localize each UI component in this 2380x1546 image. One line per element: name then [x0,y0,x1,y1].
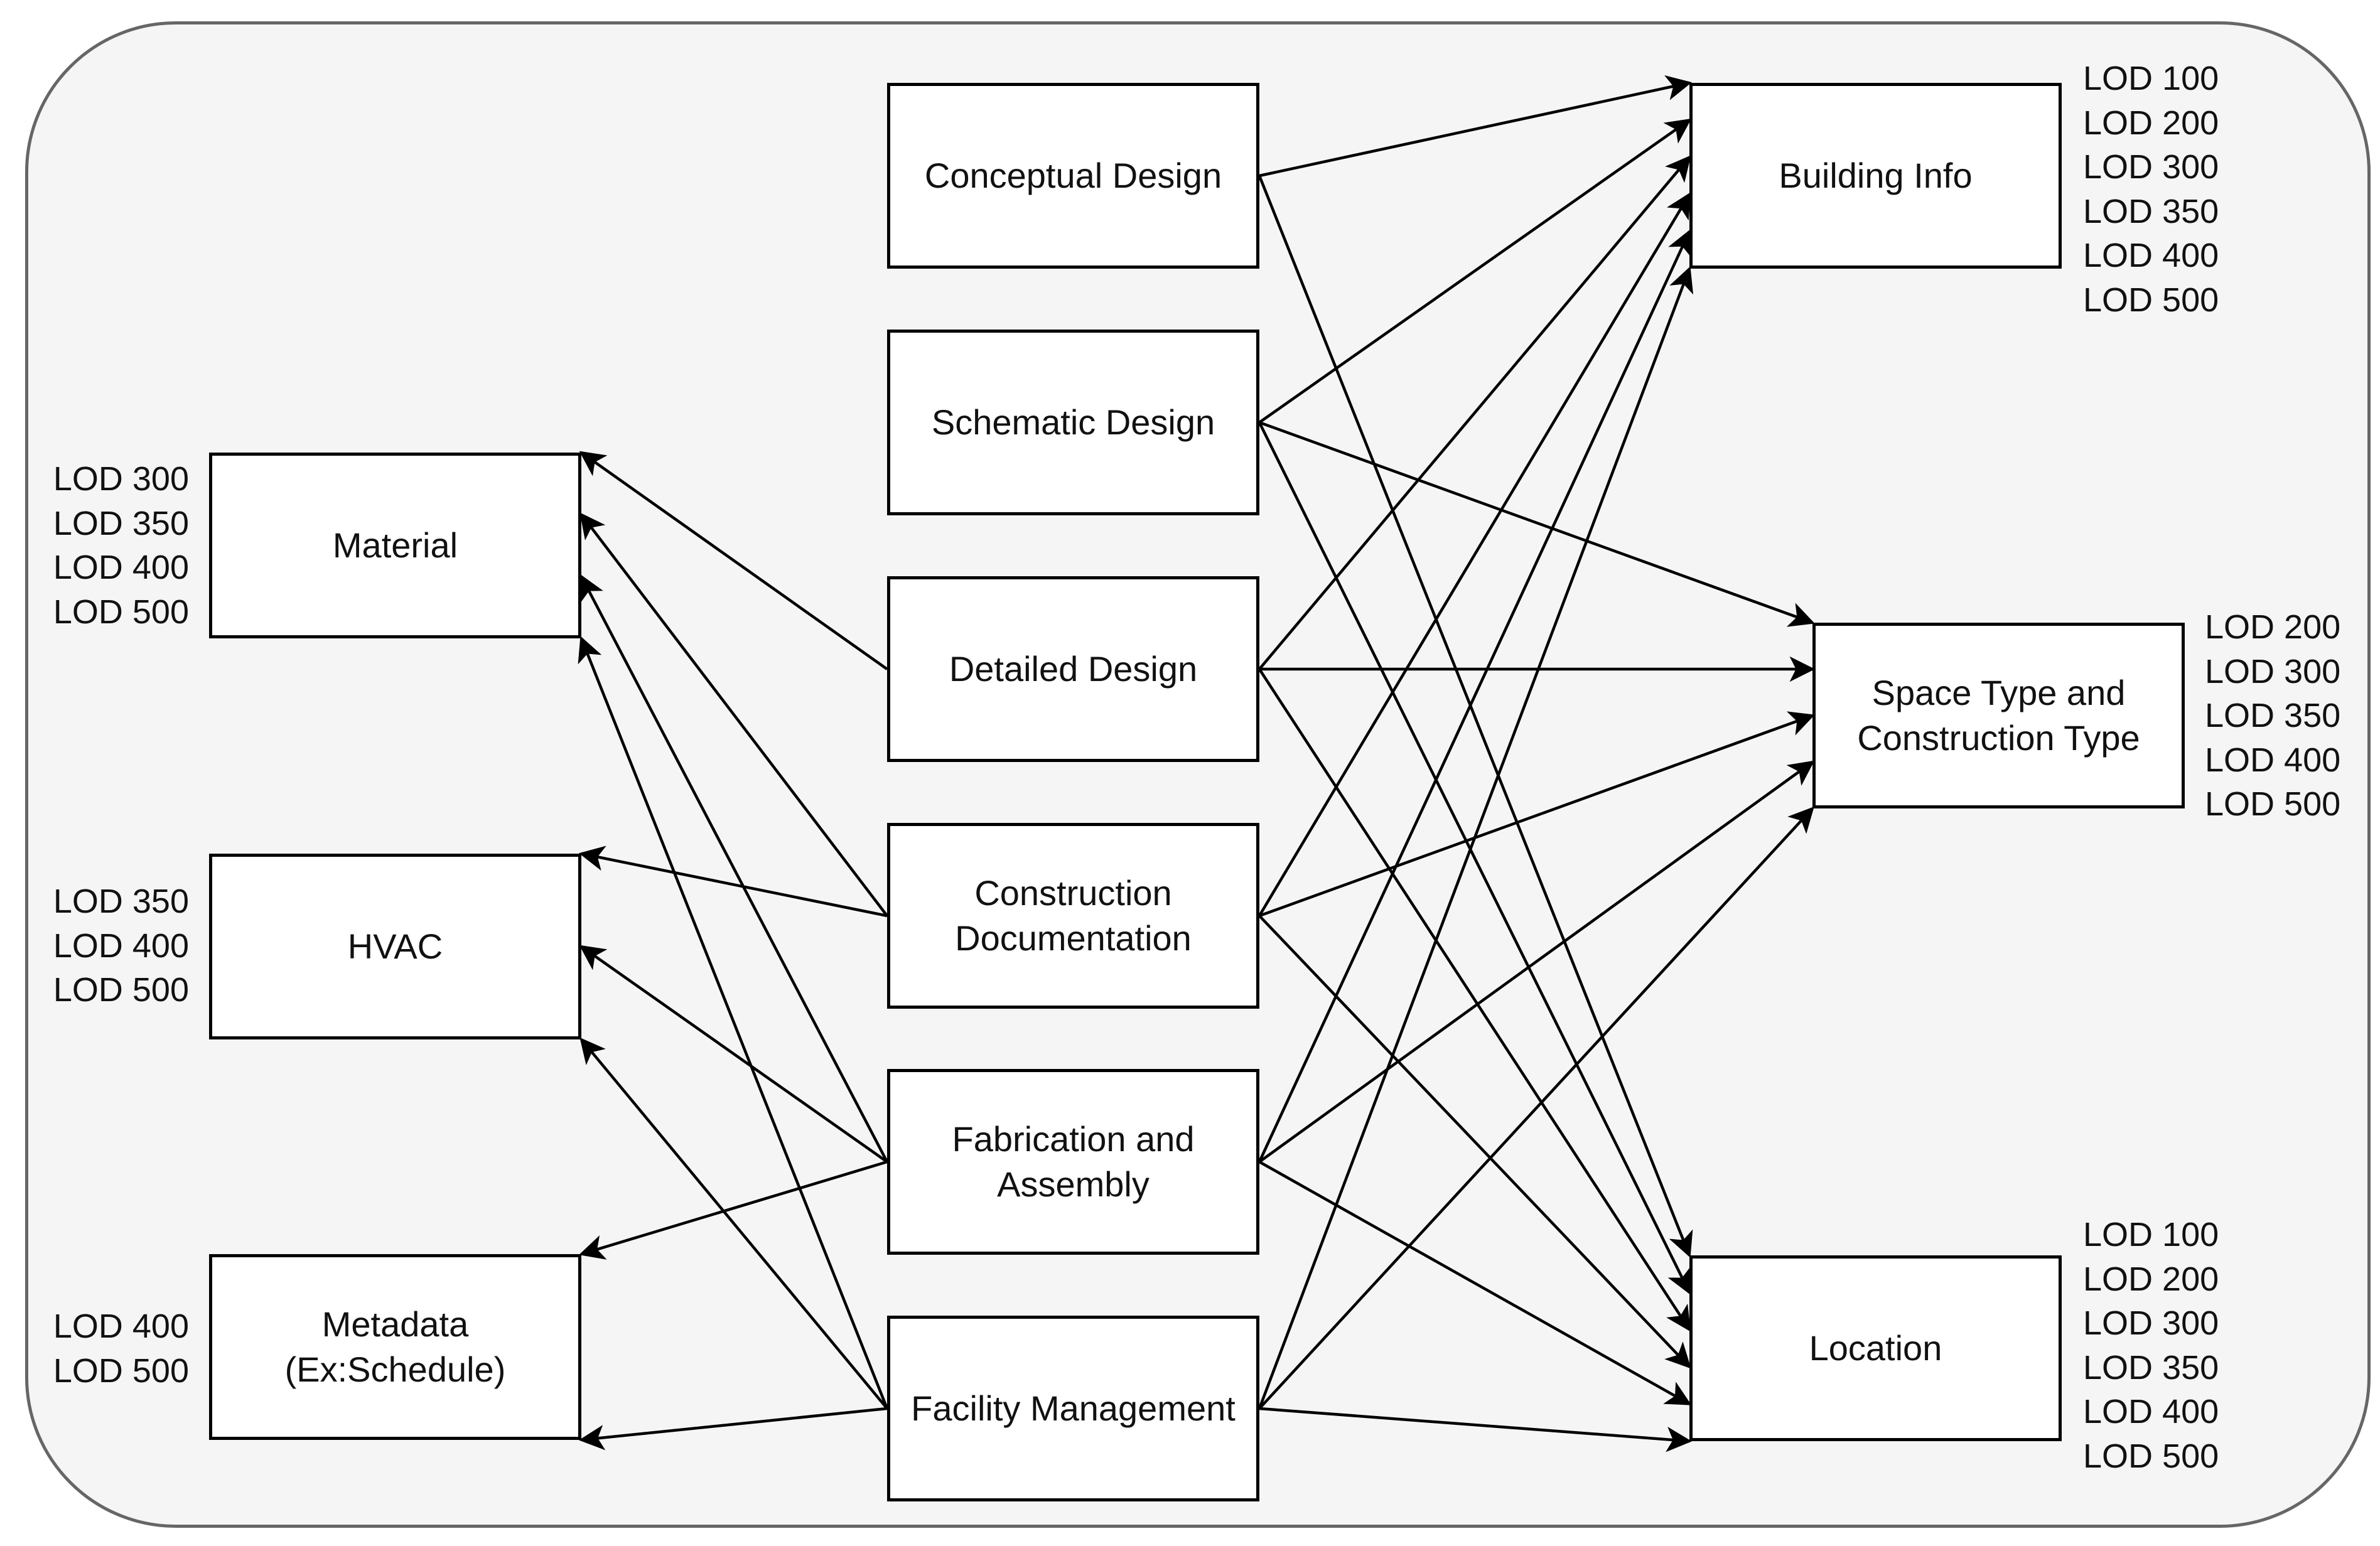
edge-schematic-design-to-space-construction-type [1259,421,1815,627]
node-label-line: Conceptual Design [924,156,1222,195]
node-location: Location [1689,1255,2062,1441]
lod-item: LOD 350 [2205,697,2341,734]
lod-item: LOD 500 [2083,281,2219,319]
edge-fabrication-assembly-to-space-construction-type [1258,760,1815,1163]
lod-item: LOD 300 [2205,652,2341,690]
edge-detailed-design-to-location [1258,668,1691,1332]
lod-item: LOD 200 [2205,608,2341,646]
lod-item: LOD 100 [2083,1216,2219,1253]
lod-item: LOD 350 [53,883,189,920]
edge-detailed-design-to-building-info [1258,155,1691,670]
edge-fabrication-assembly-to-hvac [579,945,888,1163]
node-building-info: Building Info [1689,83,2062,269]
edge-construction-documentation-to-building-info [1258,192,1691,917]
node-material: Material [209,453,581,638]
node-label-line: Metadata [321,1304,469,1344]
node-detailed-design: Detailed Design [887,576,1259,762]
lod-item: LOD 400 [2083,237,2219,274]
node-label-line: Assembly [997,1164,1150,1204]
lod-item: LOD 300 [53,460,189,498]
lod-item: LOD 500 [2205,785,2341,823]
lod-list-building-info: LOD 100 LOD 200 LOD 300 LOD 350 LOD 400 … [2083,56,2219,322]
node-construction-documentation: Construction Documentation [887,823,1259,1009]
lod-item: LOD 350 [2083,1348,2219,1387]
node-label-line: Schematic Design [931,402,1215,442]
node-label-line: Fabrication and [952,1119,1195,1159]
lod-item: LOD 100 [2083,60,2219,97]
node-label-line: Space Type and [1871,673,2126,712]
edge-schematic-design-to-building-info [1258,118,1692,424]
node-label-line: Building Info [1779,156,1973,195]
lod-list-hvac: LOD 350 LOD 400 LOD 500 [53,879,189,1012]
lod-item: LOD 300 [2083,148,2219,186]
lod-item: LOD 350 [2083,192,2219,230]
edge-construction-documentation-to-hvac [579,845,888,918]
node-metadata: Metadata (Ex:Schedule) [209,1254,581,1440]
lod-item: LOD 500 [53,1351,189,1390]
edge-conceptual-design-to-location [1257,175,1693,1258]
node-label-line: Documentation [955,918,1192,958]
node-space-construction-type: Space Type and Construction Type [1812,623,2185,808]
node-facility-management: Facility Management [887,1316,1259,1501]
lod-item: LOD 500 [53,971,189,1009]
node-schematic-design: Schematic Design [887,330,1259,515]
edge-facility-management-to-hvac [579,1037,888,1410]
node-label-line: Material [332,525,458,565]
edge-facility-management-to-metadata [578,1407,888,1451]
edge-construction-documentation-to-location [1258,915,1691,1369]
lod-item: LOD 500 [53,593,189,631]
edge-detailed-design-to-material [579,451,888,670]
lod-item: LOD 400 [53,549,189,586]
edge-group [578,75,1816,1452]
lod-item: LOD 300 [2083,1304,2219,1342]
edge-facility-management-to-space-construction-type [1258,807,1814,1410]
lod-item: LOD 400 [2205,741,2341,779]
edge-conceptual-design-to-building-info [1259,75,1692,178]
edge-fabrication-assembly-to-material [580,574,888,1163]
lod-list-space-construction-type: LOD 200 LOD 300 LOD 350 LOD 400 LOD 500 [2205,605,2340,827]
lod-item: LOD 200 [2083,1260,2219,1298]
node-label-line: Location [1809,1328,1942,1368]
edge-fabrication-assembly-to-metadata [579,1160,888,1260]
lod-item: LOD 500 [2083,1437,2219,1475]
edge-construction-documentation-to-space-construction-type [1259,711,1815,918]
lod-item: LOD 400 [53,1307,189,1345]
edge-construction-documentation-to-material [579,512,888,917]
edge-facility-management-to-location [1259,1407,1693,1452]
lod-list-location: LOD 100 LOD 200 LOD 300 LOD 350 LOD 400 … [2083,1213,2219,1478]
edge-fabrication-assembly-to-location [1258,1161,1692,1405]
node-label-line: Detailed Design [949,649,1198,689]
node-label-line: (Ex:Schedule) [284,1350,506,1389]
node-label-line: HVAC [347,926,443,966]
lod-item: LOD 400 [2083,1393,2219,1431]
node-label-line: Construction [974,873,1172,913]
lod-item: LOD 200 [2083,104,2219,142]
node-label-line: Construction Type [1857,718,2140,758]
node-fabrication-assembly: Fabrication and Assembly [887,1069,1259,1255]
lod-item: LOD 400 [53,926,189,965]
node-hvac: HVAC [209,854,581,1039]
edge-fabrication-assembly-to-building-info [1257,229,1692,1162]
lod-list-material: LOD 300 LOD 350 LOD 400 LOD 500 [53,457,189,634]
lod-list-metadata: LOD 400 LOD 500 [53,1304,189,1393]
node-label-line: Facility Management [911,1388,1236,1428]
lod-item: LOD 350 [53,504,189,542]
edge-schematic-design-to-location [1257,422,1691,1295]
node-conceptual-design: Conceptual Design [887,83,1259,269]
edge-facility-management-to-material [578,636,889,1409]
edge-facility-management-to-building-info [1257,266,1694,1409]
